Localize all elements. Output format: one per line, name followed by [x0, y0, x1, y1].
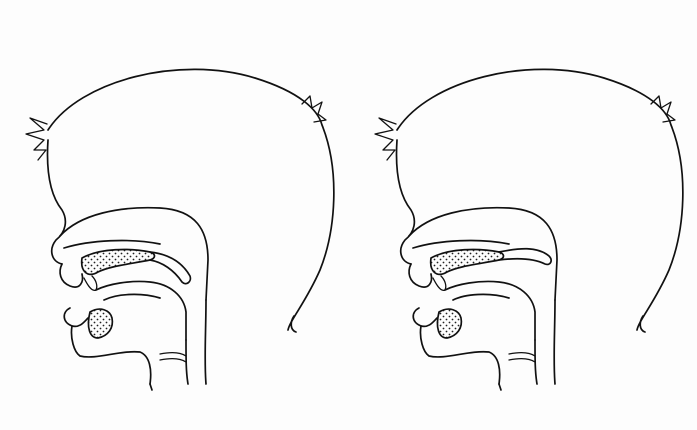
larynx	[160, 353, 186, 362]
upper-incisor	[84, 276, 97, 290]
larynx	[509, 353, 535, 362]
pharynx-wall	[205, 300, 206, 384]
collar	[499, 384, 501, 390]
head-cross-section-left	[0, 0, 348, 430]
chin-throat	[420, 326, 499, 384]
tongue-root	[104, 294, 160, 300]
face-profile	[397, 140, 415, 264]
throat-front	[186, 340, 188, 384]
hair-tuft-front	[375, 118, 396, 160]
skull-outline	[397, 69, 683, 330]
head-cross-section-right	[349, 0, 697, 430]
pharynx-wall	[554, 300, 555, 384]
face-profile	[48, 140, 66, 264]
nasal-cavity-floor	[413, 241, 509, 248]
soft-palate	[150, 252, 190, 284]
chin-throat	[71, 326, 150, 384]
mandible	[437, 309, 461, 338]
collar	[150, 384, 152, 390]
soft-palate	[499, 249, 551, 265]
upper-lip	[409, 264, 431, 287]
nasal-cavity-floor	[64, 241, 160, 248]
hair-tuft-front	[26, 118, 47, 160]
hard-palate	[82, 250, 155, 275]
lower-lip	[64, 308, 88, 326]
hair-tuft-back	[302, 96, 326, 122]
hard-palate	[431, 250, 504, 275]
upper-incisor	[433, 276, 446, 290]
skull-outline	[48, 69, 334, 330]
hair-tuft-back	[651, 96, 675, 122]
lower-lip	[413, 308, 437, 326]
throat-front	[535, 340, 537, 384]
tongue-root	[453, 294, 509, 300]
upper-lip	[60, 264, 82, 287]
mandible	[88, 309, 112, 338]
